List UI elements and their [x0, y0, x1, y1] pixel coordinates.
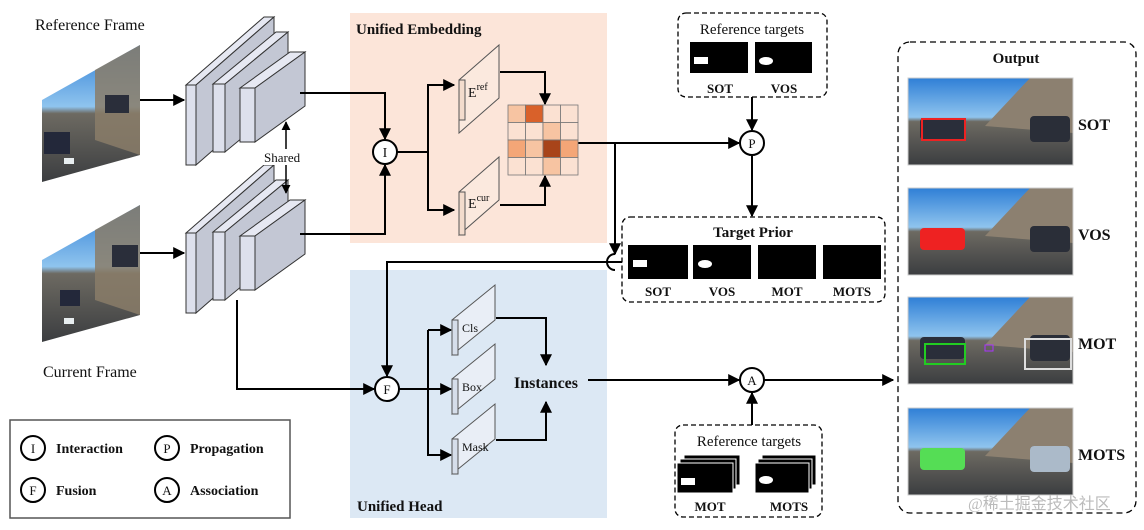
matrix-cell [525, 157, 544, 176]
output-mots: MOTS [907, 407, 1125, 496]
current-frame-image [42, 205, 140, 342]
svg-text:P: P [163, 441, 170, 456]
e-ref-embedding: Eref [458, 43, 500, 135]
matrix-cell [542, 104, 561, 123]
svg-text:Eref: Eref [468, 82, 488, 101]
reference-frame-image [42, 45, 140, 182]
output-label: VOS [1078, 227, 1111, 244]
legend [9, 419, 291, 519]
matrix-cell [525, 139, 544, 158]
watermark: @稀土掘金技术社区 [968, 495, 1111, 513]
backbone-layer [238, 199, 307, 291]
unified-head-title: Unified Head [357, 499, 443, 515]
matrix-cell [525, 122, 544, 141]
svg-text:VOS: VOS [771, 81, 797, 96]
head-label: Mask [462, 440, 489, 454]
legend-item-association: A Association [154, 477, 259, 503]
propagation-node: P [739, 130, 765, 156]
head-cls: Cls [451, 283, 496, 357]
matrix-cell [560, 104, 579, 123]
head-mask: Mask [451, 402, 496, 476]
svg-text:Target Prior: Target Prior [713, 225, 793, 241]
shared-label: Shared [264, 150, 301, 165]
connectors [140, 71, 895, 461]
output-label: SOT [1078, 117, 1110, 134]
svg-text:Fusion: Fusion [56, 484, 97, 499]
output-vos: VOS [907, 187, 1111, 276]
reference-frame-label: Reference Frame [35, 17, 145, 34]
matrix-cell [542, 139, 561, 158]
target-prior: Target Prior SOT VOS MOT MOTS [621, 216, 886, 303]
legend-item-fusion: F Fusion [20, 477, 97, 503]
matrix-cell [560, 122, 579, 141]
unified-embedding-title: Unified Embedding [356, 22, 482, 38]
svg-text:Ecur: Ecur [468, 193, 490, 212]
legend-item-interaction: I Interaction [20, 435, 123, 461]
svg-text:A: A [162, 483, 172, 498]
svg-text:MOT: MOT [771, 284, 802, 299]
matrix-cell [507, 122, 526, 141]
matrix-cell [560, 157, 579, 176]
svg-text:I: I [31, 441, 35, 456]
svg-text:I: I [383, 146, 388, 161]
matrix-cell [542, 122, 561, 141]
svg-text:F: F [383, 382, 390, 397]
output-label: MOTS [1078, 447, 1125, 464]
output-mot: MOT [907, 296, 1117, 385]
svg-text:MOTS: MOTS [833, 284, 871, 299]
svg-text:Reference targets: Reference targets [700, 22, 804, 38]
head-box: Box [451, 342, 496, 416]
matrix-cell [507, 104, 526, 123]
association-node: A [739, 367, 765, 393]
matrix-cell [560, 139, 579, 158]
output-label: MOT [1078, 336, 1117, 353]
legend-item-propagation: P Propagation [154, 435, 264, 461]
svg-text:P: P [748, 136, 755, 151]
reference-targets-bottom: Reference targets MOT MOTS [674, 424, 823, 518]
backbone-reference [184, 15, 307, 167]
svg-text:Association: Association [190, 484, 259, 499]
current-frame-label: Current Frame [43, 364, 137, 381]
svg-text:Propagation: Propagation [190, 442, 264, 457]
instances-label: Instances [514, 375, 578, 392]
svg-text:Reference targets: Reference targets [697, 434, 801, 450]
svg-text:SOT: SOT [707, 81, 733, 96]
matrix-cell [507, 139, 526, 158]
matrix-cell [525, 104, 544, 123]
affinity-matrix [507, 104, 579, 176]
svg-text:Interaction: Interaction [56, 442, 123, 457]
svg-text:Output: Output [993, 51, 1040, 67]
output-sot: SOT [907, 77, 1110, 166]
head-label: Box [462, 380, 482, 394]
head-label: Cls [462, 321, 478, 335]
svg-text:MOTS: MOTS [770, 499, 808, 514]
matrix-cell [507, 157, 526, 176]
interaction-node: I [372, 139, 398, 165]
svg-text:MOT: MOT [694, 499, 725, 514]
e-cur-embedding: Ecur [458, 155, 500, 237]
svg-text:F: F [29, 483, 36, 498]
backbone-current [184, 163, 307, 315]
svg-text:SOT: SOT [645, 284, 671, 299]
fusion-node: F [374, 376, 400, 402]
reference-targets-top: Reference targets SOT VOS [677, 12, 828, 98]
svg-text:VOS: VOS [709, 284, 735, 299]
backbone-layer [238, 51, 307, 143]
matrix-cell [542, 157, 561, 176]
svg-text:A: A [747, 373, 757, 388]
